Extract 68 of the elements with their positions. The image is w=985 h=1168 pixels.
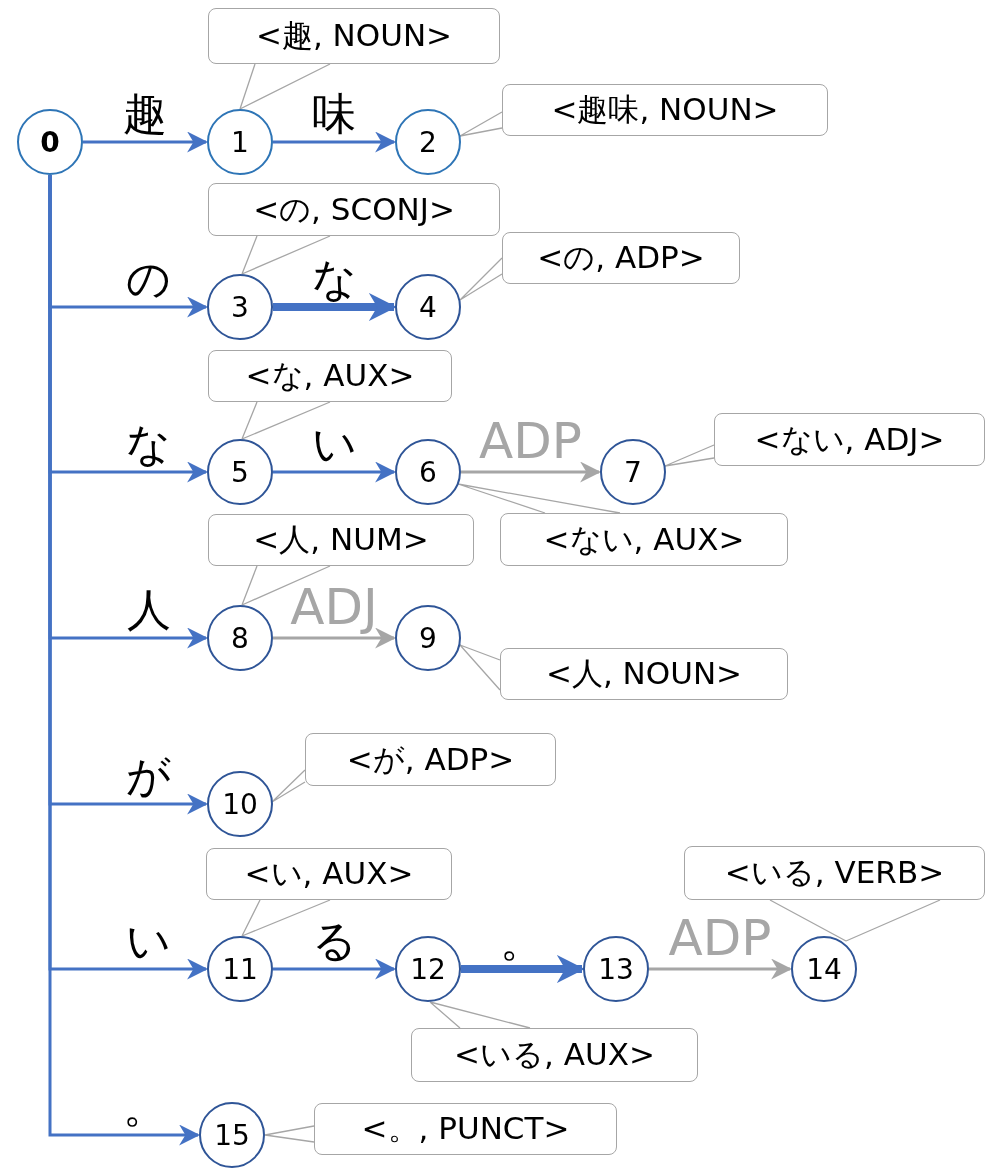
node-circle: 12: [395, 936, 461, 1002]
edge-label: い: [311, 422, 357, 466]
arrow: [461, 461, 602, 483]
node-circle: 5: [207, 439, 273, 505]
edge-label: な: [126, 422, 171, 466]
node-circle: 11: [207, 936, 273, 1002]
arrow: [649, 958, 793, 980]
node-circle: 2: [395, 109, 461, 175]
node-circle: 9: [395, 605, 461, 671]
edge-label: る: [311, 919, 357, 963]
callout-box: <い, AUX>: [206, 848, 452, 900]
edge-label: ADP: [668, 913, 772, 963]
leader-line: [241, 235, 331, 275]
arrow: [273, 627, 397, 649]
leader-line: [241, 899, 331, 937]
node-circle: 1: [207, 109, 273, 175]
callout-box: <人, NOUN>: [500, 648, 788, 700]
edge-label: の: [126, 257, 171, 301]
node-circle: 6: [395, 439, 461, 505]
edge-label: 。: [500, 919, 544, 963]
callout-box: <の, SCONJ>: [208, 183, 500, 236]
callout-box: <いる, VERB>: [684, 846, 985, 900]
callout-box: <いる, AUX>: [411, 1028, 698, 1082]
node-circle: 0: [17, 109, 83, 175]
callout-box: <が, ADP>: [305, 733, 556, 786]
node-circle: 4: [395, 274, 461, 340]
leader-line: [241, 401, 331, 440]
edge-label: が: [126, 754, 171, 798]
edge-label: 味: [312, 92, 356, 136]
leader-line: [459, 111, 503, 137]
callout-box: <趣味, NOUN>: [502, 84, 828, 136]
leader-line: [241, 565, 331, 606]
arrow: [461, 955, 585, 983]
arrow: [273, 958, 397, 980]
leader-line: [664, 444, 715, 467]
edge-label: な: [311, 257, 357, 301]
node-circle: 15: [199, 1102, 265, 1168]
leader-line: [239, 63, 331, 110]
edge-label: 。: [122, 1085, 167, 1129]
node-circle: 8: [207, 605, 273, 671]
edge-label: 人: [126, 588, 171, 632]
callout-box: <な, AUX>: [208, 350, 452, 402]
leader-line: [459, 644, 501, 691]
arrow: [273, 461, 397, 483]
arrow: [273, 131, 397, 153]
callout-box: <趣, NOUN>: [208, 8, 500, 64]
callout-box: <ない, ADJ>: [714, 413, 985, 466]
edge-label: い: [126, 919, 171, 963]
node-circle: 3: [207, 274, 273, 340]
edge-label: ADP: [479, 416, 582, 466]
node-circle: 14: [791, 936, 857, 1002]
edge-label: 趣: [123, 92, 167, 136]
leader-line: [769, 899, 941, 942]
callout-box: <。, PUNCT>: [314, 1103, 617, 1155]
arrow: [273, 293, 397, 321]
node-circle: 7: [600, 439, 666, 505]
leader-line: [459, 257, 503, 301]
node-circle: 10: [207, 771, 273, 837]
leader-line: [271, 769, 306, 803]
edge-label: ADJ: [290, 582, 378, 632]
callout-box: <ない, AUX>: [500, 513, 788, 566]
leader-line: [457, 483, 621, 514]
callout-box: <の, ADP>: [502, 232, 740, 284]
arrow: [83, 131, 209, 153]
node-circle: 13: [583, 936, 649, 1002]
leader-line: [429, 1001, 531, 1029]
leader-line: [264, 1125, 315, 1143]
callout-box: <人, NUM>: [208, 514, 474, 566]
